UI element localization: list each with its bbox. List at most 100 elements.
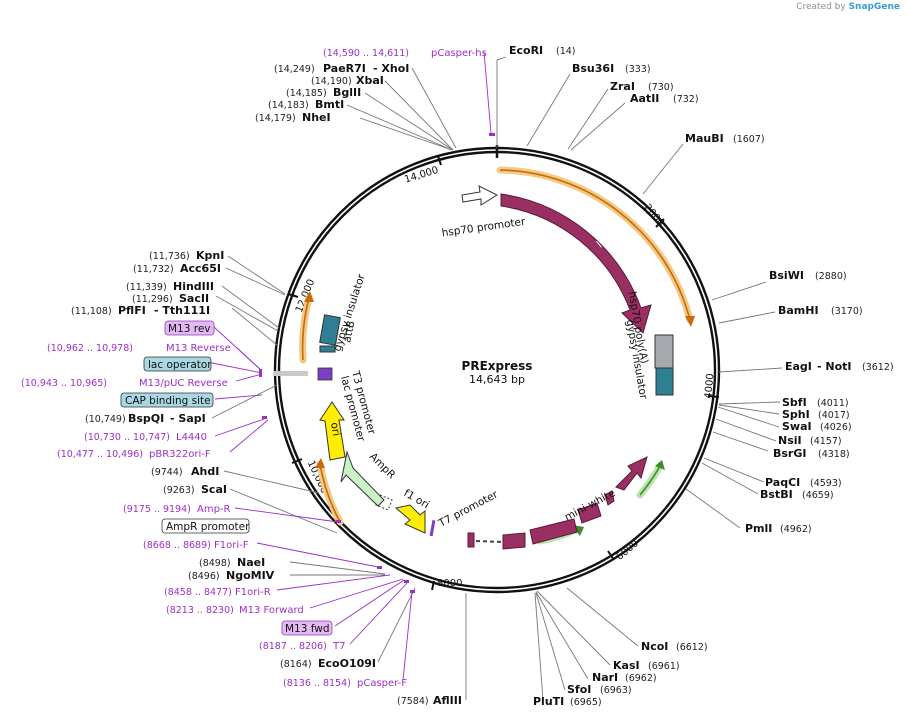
leader-sbfi <box>718 401 781 405</box>
leader-bstbi <box>701 462 759 495</box>
primer-t7: T7 <box>332 641 345 652</box>
primer-mark-m13 <box>259 369 262 377</box>
enzyme-sbfi: SbfI <box>782 396 807 409</box>
label-ori: ori <box>328 421 342 437</box>
leader-bsu36i <box>526 73 571 147</box>
enzyme-bsu36i: Bsu36I <box>572 62 614 75</box>
enzyme-eagi: EagI <box>785 360 812 373</box>
feature-ori <box>319 401 346 461</box>
primer-mark-ampr <box>336 520 341 523</box>
primer-labels: (14,590 .. 14,611) pCasper-hs (10,962 ..… <box>21 48 487 689</box>
box-ampr-promoter <box>161 518 250 534</box>
enzyme-sacii: SacII <box>179 292 209 305</box>
leader-ncoi <box>566 587 639 647</box>
enzyme-nhei-pos: (14,179) <box>255 113 296 124</box>
leader-m13-puc <box>235 373 263 382</box>
feature-t7-promoter <box>429 519 436 537</box>
leader-sacii <box>215 295 279 332</box>
box-lac-operator-label: lac operator <box>148 359 212 371</box>
leader-t7 <box>349 582 408 645</box>
leader-pcasper-hs <box>483 51 492 134</box>
orf-arc-white-2-head <box>655 460 665 470</box>
leader-naei <box>289 561 386 575</box>
leader-maubi <box>642 143 684 195</box>
primer-mark-m13f <box>404 580 409 583</box>
feature-gypsy-left <box>319 314 341 346</box>
leader-amp-r <box>234 507 339 523</box>
feature-attb <box>319 345 336 353</box>
enzyme-bamhi: BamHI <box>778 304 819 317</box>
leader-hindiii <box>221 285 280 329</box>
enzyme-kasi-pos: (6961) <box>648 661 680 672</box>
feature-mini-white <box>502 456 648 550</box>
enzyme-aatii: AatII <box>630 92 659 105</box>
box-ampr-promoter-label: AmpR promoter <box>166 521 250 533</box>
enzyme-ecoo109i: EcoO109I <box>318 657 376 670</box>
enzyme-pflfi: PflFI <box>118 304 146 317</box>
feature-lac-promoter <box>274 371 308 376</box>
primer-mark-l4440 <box>262 416 267 419</box>
enzyme-labels-left: (14,249) PaeR7I - XhoI (14,190) XbaI (14… <box>71 62 462 707</box>
primer-pcasper-hs-pos: (14,590 .. 14,611) <box>323 48 409 59</box>
primer-pbr322: pBR322ori-F <box>149 449 211 460</box>
enzyme-nhei: NheI <box>302 111 331 124</box>
enzyme-ngomiv: NgoMIV <box>226 569 275 582</box>
enzyme-paqci-pos: (4593) <box>810 478 842 489</box>
enzyme-eagi-pos: (3612) <box>862 362 894 373</box>
primer-f1ori-f-pos: (8668 .. 8689) <box>143 540 211 551</box>
enzyme-pluti: PluTI <box>533 695 564 708</box>
leader-f1ori-f <box>256 542 379 568</box>
tick-10000 <box>291 458 303 464</box>
enzyme-xbai-pos: (14,190) <box>311 76 352 87</box>
primer-l4440-pos: (10,730 .. 10,747) <box>84 432 170 443</box>
enzyme-ngomiv-pos: (8496) <box>188 571 220 582</box>
enzyme-bsiwi: BsiWI <box>769 269 804 282</box>
enzyme-acc65i: Acc65I <box>180 262 221 275</box>
enzyme-pmli: PmlI <box>745 522 772 535</box>
tick-6000 <box>607 550 615 561</box>
enzyme-bsrgi: BsrGI <box>773 447 806 460</box>
leader-xbai <box>384 80 454 151</box>
enzyme-nari-pos: (6962) <box>625 673 657 684</box>
primer-m13-puc-pos: (10,943 .. 10,965) <box>21 378 107 389</box>
enzyme-naei-pos: (8498) <box>199 558 231 569</box>
enzyme-sbfi-pos: (4011) <box>817 398 849 409</box>
leader-m13-rev-box <box>213 326 263 372</box>
enzyme-kpni: KpnI <box>196 249 224 262</box>
primer-pcasper-hs: pCasper-hs <box>431 48 487 59</box>
orf-arc-left-2-head <box>315 458 325 468</box>
enzyme-sfoi-pos: (6963) <box>600 685 632 696</box>
enzyme-nsii: NsiI <box>778 434 802 447</box>
label-t7-promoter: T7 promoter <box>436 488 501 530</box>
snapgene-logo: SnapGene <box>848 2 900 12</box>
box-cap-binding <box>120 392 214 408</box>
primer-pcasper-f: pCasper-F <box>357 678 407 689</box>
enzyme-kasi: KasI <box>613 659 640 672</box>
leader-pcasper-f <box>402 591 413 681</box>
box-m13-rev-label: M13 rev <box>168 323 211 335</box>
tick-2000 <box>655 218 665 228</box>
leader-m13-fwd-box <box>334 579 405 627</box>
box-m13-fwd <box>281 620 333 636</box>
leader-bmti <box>346 104 453 151</box>
enzyme-labels-right: EcoRI (14) Bsu36I (333) ZraI (730) AatII… <box>509 44 894 708</box>
enzyme-bsu36i-pos: (333) <box>625 64 651 75</box>
feature-mini-white-intron <box>475 540 503 543</box>
enzyme-bglii: BglII <box>333 86 361 99</box>
primer-pcasper-f-pos: (8136 .. 8154) <box>283 678 351 689</box>
enzyme-paer7i: PaeR7I <box>323 62 366 75</box>
tick-8000 <box>431 580 435 591</box>
enzyme-zrai-pos: (730) <box>648 82 674 93</box>
tick-label-2000: 2000 <box>641 202 666 229</box>
leader-nhei <box>359 117 453 151</box>
primer-m13-forward: M13 Forward <box>239 605 304 616</box>
enzyme-naei: NaeI <box>237 556 265 569</box>
enzyme-bamhi-pos: (3170) <box>831 306 863 317</box>
boxed-labels: M13 rev lac operator CAP binding site Am… <box>120 320 333 636</box>
leader-bsiwi <box>711 281 767 301</box>
leader-eagi <box>718 367 783 373</box>
leader-bsrgi <box>712 431 769 452</box>
feature-hsp70-promoter <box>461 185 499 206</box>
tick-label-6000: 6000 <box>614 538 641 563</box>
primer-f1ori-f: F1ori-F <box>214 540 249 551</box>
